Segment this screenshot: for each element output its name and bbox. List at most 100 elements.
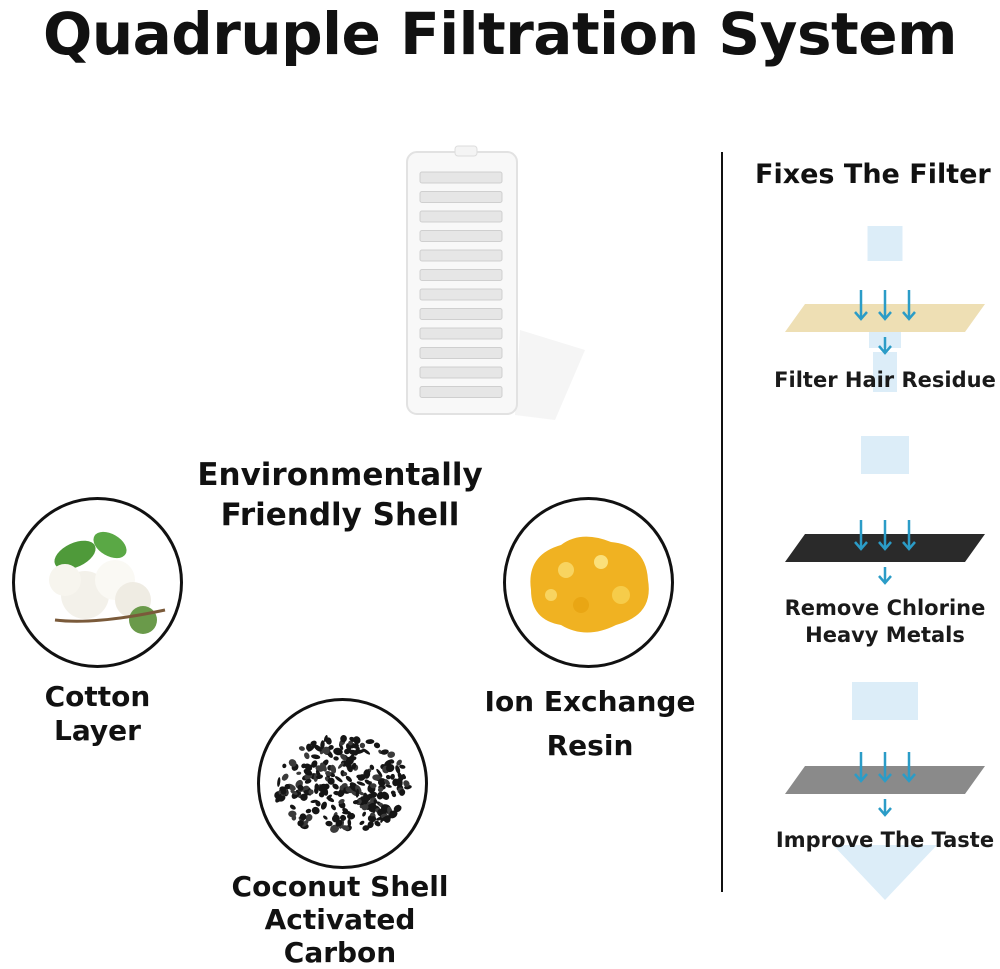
arrow-head	[854, 311, 868, 321]
cartridge-slot	[419, 386, 503, 398]
arrow-head	[902, 311, 916, 321]
carbon-grain	[333, 756, 339, 761]
carbon-grain	[374, 820, 381, 827]
carbon-grain	[386, 763, 395, 773]
stage-3-label: Improve The Taste	[775, 828, 995, 852]
carbon-grain	[318, 783, 328, 793]
arrow-head	[902, 541, 916, 551]
carbon-grain	[390, 773, 395, 780]
cartridge-slot	[419, 327, 503, 340]
filter-panel-heading: Fixes The Filter	[755, 159, 991, 190]
carbon-grain	[373, 742, 381, 749]
cartridge-slot	[419, 210, 503, 223]
carbon-icon	[274, 734, 412, 833]
carbon-grain	[284, 784, 291, 790]
carbon-grain	[364, 779, 372, 785]
arrow-head	[878, 311, 892, 321]
resin-label: Ion Exchange Resin	[484, 685, 696, 762]
carbon-grain	[339, 785, 344, 791]
carbon-grain	[322, 746, 330, 755]
carbon-grain	[344, 759, 352, 769]
water-flow-block	[867, 226, 903, 261]
resin-image	[503, 497, 674, 668]
carbon-grain	[304, 752, 310, 760]
carbon-grain	[380, 749, 389, 755]
carbon-grain	[333, 747, 343, 756]
shell-label: Environmentally Friendly Shell	[197, 457, 483, 533]
carbon-grain	[377, 786, 384, 793]
carbon-grain	[399, 764, 406, 769]
carbon-grain	[367, 820, 374, 829]
carbon-grain	[351, 762, 357, 770]
cotton-label: Cotton Layer	[44, 680, 151, 747]
carbon-grain	[348, 740, 354, 746]
carbon-grain	[403, 780, 410, 787]
carbon-grain	[302, 785, 310, 791]
cartridge-slot	[419, 249, 503, 262]
carbon-grain	[289, 804, 296, 810]
carbon-grain	[396, 759, 402, 766]
carbon-grain	[342, 771, 348, 777]
carbon-grain	[362, 825, 370, 831]
carbon-grain	[368, 802, 376, 808]
carbon-grain	[387, 751, 396, 758]
carbon-grain	[277, 794, 282, 802]
carbon-grain	[326, 794, 333, 800]
carbon-grain	[347, 812, 356, 820]
carbon-grain	[349, 736, 356, 742]
carbon-grain	[325, 770, 332, 776]
carbon-grain	[320, 762, 327, 772]
carbon-grain	[341, 783, 348, 788]
carbon-grain	[331, 814, 340, 823]
carbon-grain	[297, 784, 304, 791]
carbon-grain	[330, 824, 340, 833]
carbon-grain	[288, 759, 297, 767]
carbon-grain	[334, 776, 343, 783]
cartridge-slot	[419, 366, 503, 379]
carbon-grain	[359, 820, 365, 826]
carbon-grain	[367, 815, 373, 822]
carbon-grain	[400, 774, 406, 781]
carbon-label: Coconut Shell Activated Carbon	[231, 870, 449, 969]
carbon-grain	[385, 784, 392, 788]
carbon-grain	[330, 764, 337, 774]
carbon-grain	[291, 814, 297, 821]
carbon-grain	[395, 805, 402, 813]
carbon-grain	[340, 734, 347, 743]
carbon-grain	[338, 762, 345, 769]
carbon-grain	[281, 773, 289, 781]
carbon-grain	[280, 788, 287, 795]
carbon-grain	[362, 811, 367, 817]
carbon-grain	[359, 742, 366, 749]
carbon-grain	[385, 774, 391, 780]
arrow-head	[878, 345, 892, 355]
stage-1-label: Filter Hair Residue	[774, 368, 996, 392]
arrow-head	[878, 807, 892, 817]
carbon-grain	[376, 816, 382, 821]
carbon-grain	[389, 759, 395, 764]
carbon-grain	[304, 778, 312, 784]
carbon-grain	[303, 768, 313, 776]
carbon-grain	[342, 808, 349, 813]
carbon-grain	[352, 799, 359, 805]
page-title: Quadruple Filtration System	[43, 0, 957, 68]
carbon-grain	[299, 813, 307, 821]
carbon-grain	[314, 783, 319, 792]
carbon-grain	[296, 771, 302, 775]
carbon-grain	[320, 801, 327, 810]
carbon-grain	[389, 810, 398, 819]
arrow-head	[878, 575, 892, 585]
arrow-head	[878, 773, 892, 783]
carbon-grain	[330, 804, 336, 811]
carbon-grain	[372, 774, 382, 781]
carbon-grain	[315, 800, 321, 807]
carbon-grain	[395, 765, 401, 774]
carbon-grain	[305, 814, 313, 822]
carbon-grain	[338, 798, 345, 805]
resin-icon	[530, 536, 649, 633]
carbon-grain	[327, 777, 335, 785]
cartridge-slot	[419, 269, 503, 281]
cartridge-slot	[419, 171, 503, 184]
arrow-head	[854, 773, 868, 783]
filter-flow-diagram	[785, 226, 985, 900]
